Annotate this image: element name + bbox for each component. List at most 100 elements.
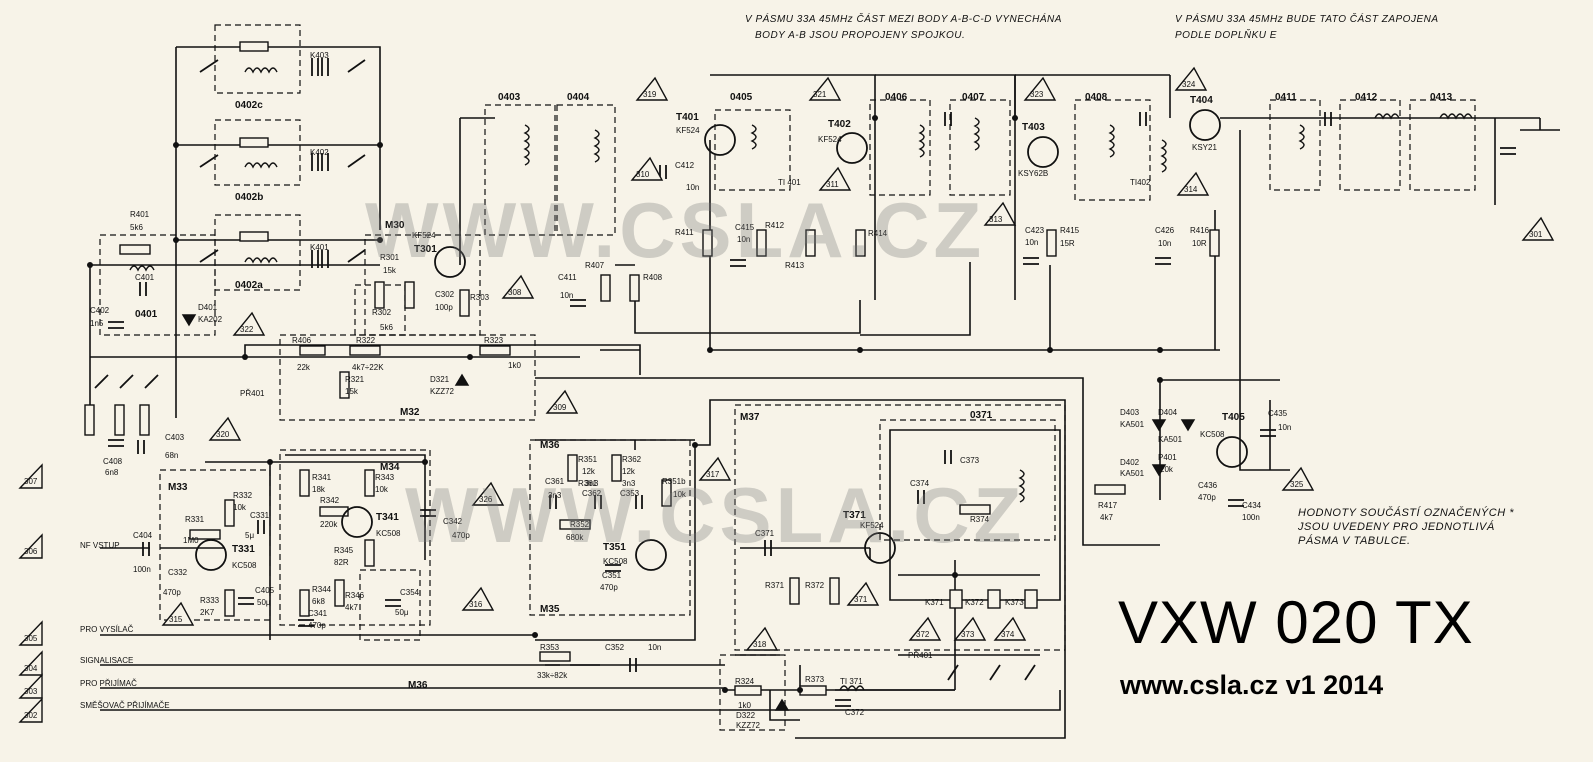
label-ti402: TI402 <box>1130 178 1151 187</box>
terminal-372: 372 <box>916 630 930 639</box>
comp-c302: C302 <box>435 290 455 299</box>
comp-pr401: PŘ401 <box>240 389 265 398</box>
comp-c354-val: 50μ <box>395 608 409 617</box>
comp-r343: R343 <box>375 473 395 482</box>
transistor-type-t402: KF524 <box>818 135 842 144</box>
comp-d322: D322 <box>736 711 756 720</box>
terminal-306: 306 <box>24 547 38 556</box>
label-smesovac: SMĚŠOVAČ PŘIJÍMAČE <box>80 701 170 710</box>
comp-r344: R344 <box>312 585 332 594</box>
comp-d401-val: KA202 <box>198 315 223 324</box>
comp-c361-val: 3n3 <box>548 491 562 500</box>
comp-r323: R323 <box>484 336 504 345</box>
transistor-type-t403: KSY62B <box>1018 169 1048 178</box>
terminal-323: 323 <box>1030 90 1044 99</box>
comp-c426: C426 <box>1155 226 1175 235</box>
comp-r412: R412 <box>765 221 785 230</box>
module-label-0403: 0403 <box>498 92 521 103</box>
comp-c436: C436 <box>1198 481 1218 490</box>
comp-d321-val: KZZ72 <box>430 387 455 396</box>
comp-r415: R415 <box>1060 226 1080 235</box>
module-label-0402b: 0402b <box>235 192 263 203</box>
comp-c415: C415 <box>735 223 755 232</box>
terminal-311: 311 <box>826 180 839 189</box>
module-label-0413: 0413 <box>1430 92 1453 103</box>
comp-k403: K403 <box>310 51 329 60</box>
terminal-313: 313 <box>989 215 1003 224</box>
comp-c362-val: 3n3 <box>585 479 599 488</box>
transistor-ref-t341: T341 <box>376 512 399 523</box>
watermark-bottom: WWW.CSLA.CZ <box>405 471 1026 559</box>
comp-c415-val: 10n <box>737 235 750 244</box>
comp-c341: C341 <box>308 609 328 618</box>
comp-r341-val: 18k <box>312 485 326 494</box>
comp-d404-val: KA501 <box>1158 435 1183 444</box>
comp-r302-val: 5k6 <box>380 323 393 332</box>
comp-r324: R324 <box>735 677 755 686</box>
terminal-307: 307 <box>24 477 38 486</box>
comp-r353: R353 <box>540 643 560 652</box>
comp-c405-val: 50μ <box>257 598 271 607</box>
comp-r351: R351 <box>578 455 598 464</box>
terminal-309: 309 <box>553 403 567 412</box>
comp-r374: R374 <box>970 515 990 524</box>
comp-r332-val: 10k <box>233 503 247 512</box>
comp-k401: K401 <box>310 243 329 252</box>
comp-c401: C401 <box>135 273 155 282</box>
terminal-303: 303 <box>24 687 38 696</box>
module-label-0411: 0411 <box>1275 92 1297 103</box>
comp-d404: D404 <box>1158 408 1178 417</box>
comp-c374: C374 <box>910 479 930 488</box>
comp-c434-val: 100n <box>1242 513 1260 522</box>
comp-c352: C352 <box>605 643 625 652</box>
comp-r352: R352 <box>570 520 590 529</box>
comp-r346: R346 <box>345 591 365 600</box>
module-label-0371: 0371 <box>970 410 993 421</box>
comp-d401: D401 <box>198 303 218 312</box>
comp-c331: C331 <box>250 511 270 520</box>
label-nf-vstup: NF VSTUP <box>80 541 120 550</box>
comp-r342-val: 220k <box>320 520 338 529</box>
module-label-0402c: 0402c <box>235 100 263 111</box>
terminal-315: 315 <box>169 615 183 624</box>
comp-c412-val: 10n <box>686 183 699 192</box>
comp-c353-val: 3n3 <box>622 479 636 488</box>
comp-r361: R361 <box>578 479 598 488</box>
comp-r324-val: 1k0 <box>738 701 751 710</box>
comp-r413: R413 <box>785 261 805 270</box>
comp-r372: R372 <box>805 581 825 590</box>
terminal-305: 305 <box>24 634 38 643</box>
terminal-326: 326 <box>479 495 493 504</box>
terminal-308: 308 <box>508 288 522 297</box>
module-label-m37: M37 <box>740 412 760 423</box>
comp-c342-val: 470p <box>452 531 470 540</box>
module-label-m33: M33 <box>168 482 188 493</box>
comp-r351-val: 12k <box>582 467 596 476</box>
module-label-0404: 0404 <box>567 92 590 103</box>
comp-r406: R406 <box>292 336 312 345</box>
comp-r362-val: 12k <box>622 467 636 476</box>
comp-c411: C411 <box>558 273 577 282</box>
terminal-314: 314 <box>1184 185 1198 194</box>
terminal-371: 371 <box>854 595 868 604</box>
comp-c435: C435 <box>1268 409 1288 418</box>
comp-c436-val: 470p <box>1198 493 1216 502</box>
diagram-title: VXW 020 TX <box>1118 589 1474 656</box>
comp-r345-val: 82R <box>334 558 349 567</box>
comp-r371: R371 <box>765 581 785 590</box>
comp-c408-val: 6n8 <box>105 468 119 477</box>
comp-r352-val: 680k <box>566 533 584 542</box>
transistor-type-t401: KF524 <box>676 126 700 135</box>
label-ti371: TI 371 <box>840 677 863 686</box>
watermark-top: WWW.CSLA.CZ <box>365 186 986 274</box>
transistor-ref-t401: T401 <box>676 112 699 123</box>
comp-r303: R303 <box>470 293 490 302</box>
comp-r302: R302 <box>372 308 392 317</box>
comp-r345: R345 <box>334 546 354 555</box>
module-label-0412: 0412 <box>1355 92 1378 103</box>
transistor-type-t341: KC508 <box>376 529 401 538</box>
comp-c362: C362 <box>582 489 602 498</box>
comp-r416-val: 10R <box>1192 239 1207 248</box>
comp-r416: R416 <box>1190 226 1210 235</box>
module-label-m32: M32 <box>400 407 420 418</box>
